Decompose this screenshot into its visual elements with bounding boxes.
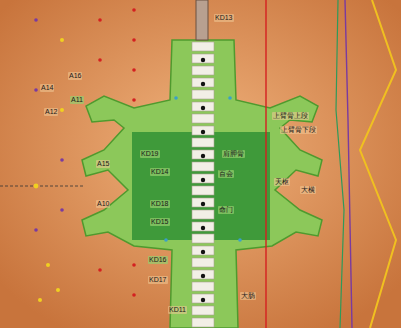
point-label: 上臂骨下段 bbox=[280, 126, 317, 134]
meridian-line bbox=[265, 0, 266, 328]
point-label: 肩胛骨 bbox=[222, 150, 245, 158]
point-label: A15 bbox=[96, 160, 110, 168]
point-label: 命门 bbox=[218, 206, 234, 214]
spine-points bbox=[201, 58, 205, 302]
point-label: KD13 bbox=[214, 14, 234, 22]
point-label: KD17 bbox=[148, 276, 168, 284]
meridian-line bbox=[345, 0, 352, 328]
skeleton-region bbox=[82, 40, 322, 328]
point-column bbox=[34, 38, 64, 302]
point-label: KD15 bbox=[150, 218, 170, 226]
meridian-line bbox=[336, 0, 344, 328]
point-label: A12 bbox=[44, 108, 58, 116]
point-label: A16 bbox=[68, 72, 82, 80]
point-label: 百会 bbox=[218, 170, 234, 178]
point-label: KD14 bbox=[150, 168, 170, 176]
point-label: 大肠 bbox=[240, 292, 256, 300]
point-label: A11 bbox=[70, 96, 84, 104]
dark-green-zone bbox=[132, 132, 270, 240]
dashed-guide bbox=[0, 186, 84, 187]
point-label: KD11 bbox=[168, 306, 187, 314]
point-label: KD19 bbox=[140, 150, 160, 158]
point-label: A14 bbox=[40, 84, 54, 92]
point-column bbox=[98, 8, 136, 297]
vertebrae bbox=[192, 42, 214, 327]
point-label: KD18 bbox=[150, 200, 170, 208]
point-label: 大横 bbox=[300, 186, 316, 194]
point-label: A10 bbox=[96, 200, 110, 208]
point-column bbox=[34, 18, 64, 232]
point-label: 天枢 bbox=[274, 178, 290, 186]
meridian-line bbox=[360, 0, 396, 328]
neck-tube bbox=[196, 0, 208, 40]
point-label: KD16 bbox=[148, 256, 168, 264]
point-label: 上臂骨上段 bbox=[272, 112, 309, 120]
point-column bbox=[164, 96, 242, 242]
